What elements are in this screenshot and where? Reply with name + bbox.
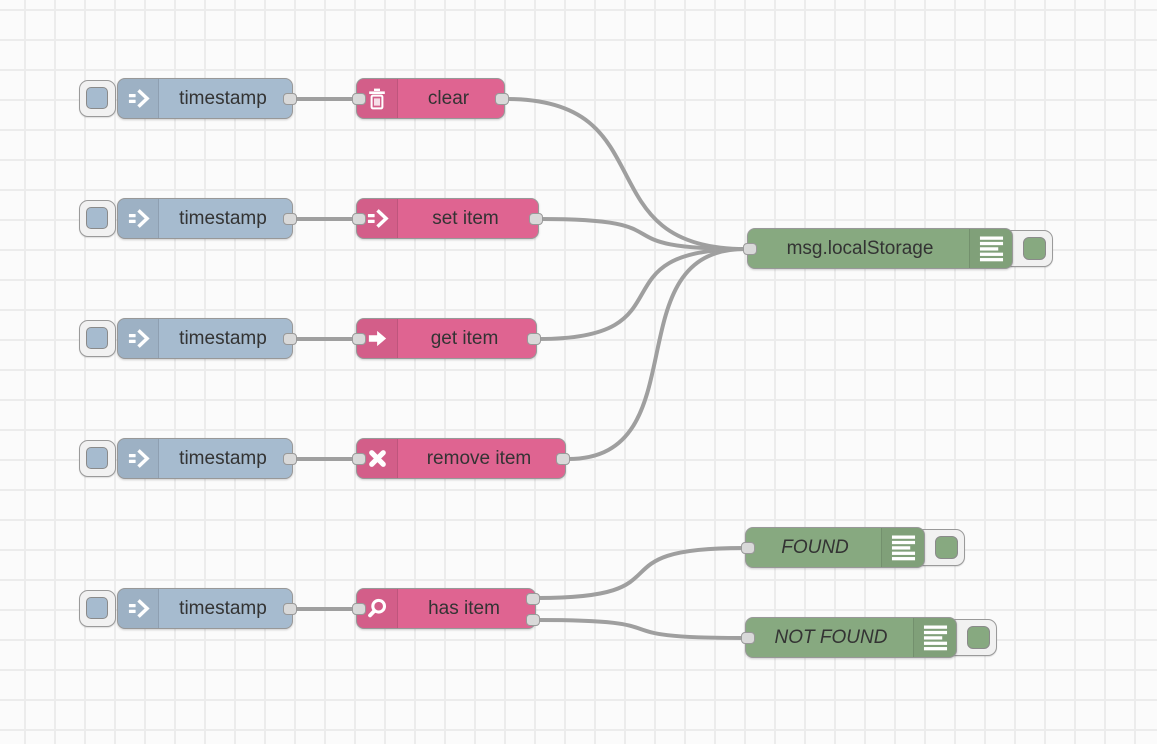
- node-has-item[interactable]: has item: [352, 588, 540, 629]
- inject-arrow-icon: [118, 589, 159, 628]
- inject-trigger-button[interactable]: [79, 440, 116, 477]
- inject-arrow-icon: [118, 439, 159, 478]
- node-label: clear: [427, 87, 470, 109]
- node-label: FOUND: [781, 536, 849, 558]
- debug-lines-icon: [913, 618, 956, 657]
- output-port[interactable]: [527, 333, 541, 345]
- node-set-item[interactable]: set item: [352, 198, 543, 239]
- output-port[interactable]: [283, 453, 297, 465]
- input-port[interactable]: [741, 632, 755, 644]
- node-debug-not-found[interactable]: NOT FOUND: [741, 617, 957, 658]
- node-label: NOT FOUND: [774, 626, 888, 648]
- wire-removeitem-debug[interactable]: [566, 247, 747, 461]
- inject-trigger-button[interactable]: [79, 320, 116, 357]
- output-port-2[interactable]: [526, 614, 540, 626]
- node-clear[interactable]: clear: [352, 78, 509, 119]
- output-port[interactable]: [529, 213, 543, 225]
- inject-button-square: [86, 597, 108, 619]
- input-port[interactable]: [741, 542, 755, 554]
- output-port[interactable]: [283, 333, 297, 345]
- node-label: timestamp: [179, 597, 267, 619]
- inject-arrow-icon: [118, 199, 159, 238]
- input-port[interactable]: [352, 453, 366, 465]
- debug-button-square: [1023, 237, 1046, 260]
- debug-button-square: [935, 536, 958, 559]
- inject-arrow-icon: [118, 319, 159, 358]
- input-port[interactable]: [352, 93, 366, 105]
- node-inject-timestamp-1[interactable]: timestamp: [117, 78, 297, 119]
- debug-lines-icon: [969, 229, 1012, 268]
- input-port[interactable]: [352, 213, 366, 225]
- node-label: timestamp: [179, 87, 267, 109]
- node-label: timestamp: [179, 207, 267, 229]
- node-debug-msg-localstorage[interactable]: msg.localStorage: [743, 228, 1013, 269]
- wire-setitem-debug[interactable]: [539, 217, 747, 251]
- node-label: remove item: [426, 447, 532, 469]
- node-label: timestamp: [179, 327, 267, 349]
- node-inject-timestamp-4[interactable]: timestamp: [117, 438, 297, 479]
- inject-trigger-button[interactable]: [79, 200, 116, 237]
- node-inject-timestamp-5[interactable]: timestamp: [117, 588, 297, 629]
- node-get-item[interactable]: get item: [352, 318, 541, 359]
- node-label: set item: [432, 207, 499, 229]
- debug-button-square: [967, 626, 990, 649]
- wire-getitem-debug[interactable]: [537, 247, 747, 341]
- inject-button-square: [86, 207, 108, 229]
- input-port[interactable]: [352, 333, 366, 345]
- node-label: msg.localStorage: [786, 237, 934, 259]
- wire-clear-debug[interactable]: [505, 97, 747, 251]
- wire-hasitem-notfound[interactable]: [536, 618, 745, 640]
- inject-button-square: [86, 327, 108, 349]
- inject-arrow-icon: [118, 79, 159, 118]
- node-label: has item: [428, 597, 500, 619]
- node-inject-timestamp-3[interactable]: timestamp: [117, 318, 297, 359]
- inject-button-square: [86, 447, 108, 469]
- inject-button-square: [86, 87, 108, 109]
- input-port[interactable]: [352, 603, 366, 615]
- node-label: get item: [430, 327, 499, 349]
- node-debug-found[interactable]: FOUND: [741, 527, 925, 568]
- output-port[interactable]: [495, 93, 509, 105]
- input-port[interactable]: [743, 243, 757, 255]
- wire-hasitem-found[interactable]: [536, 546, 745, 600]
- inject-trigger-button[interactable]: [79, 590, 116, 627]
- node-remove-item[interactable]: remove item: [352, 438, 570, 479]
- debug-toggle-button[interactable]: [915, 529, 965, 566]
- output-port-1[interactable]: [526, 593, 540, 605]
- node-inject-timestamp-2[interactable]: timestamp: [117, 198, 297, 239]
- node-label: timestamp: [179, 447, 267, 469]
- inject-trigger-button[interactable]: [79, 80, 116, 117]
- output-port[interactable]: [283, 93, 297, 105]
- debug-lines-icon: [881, 528, 924, 567]
- output-port[interactable]: [283, 603, 297, 615]
- output-port[interactable]: [283, 213, 297, 225]
- output-port[interactable]: [556, 453, 570, 465]
